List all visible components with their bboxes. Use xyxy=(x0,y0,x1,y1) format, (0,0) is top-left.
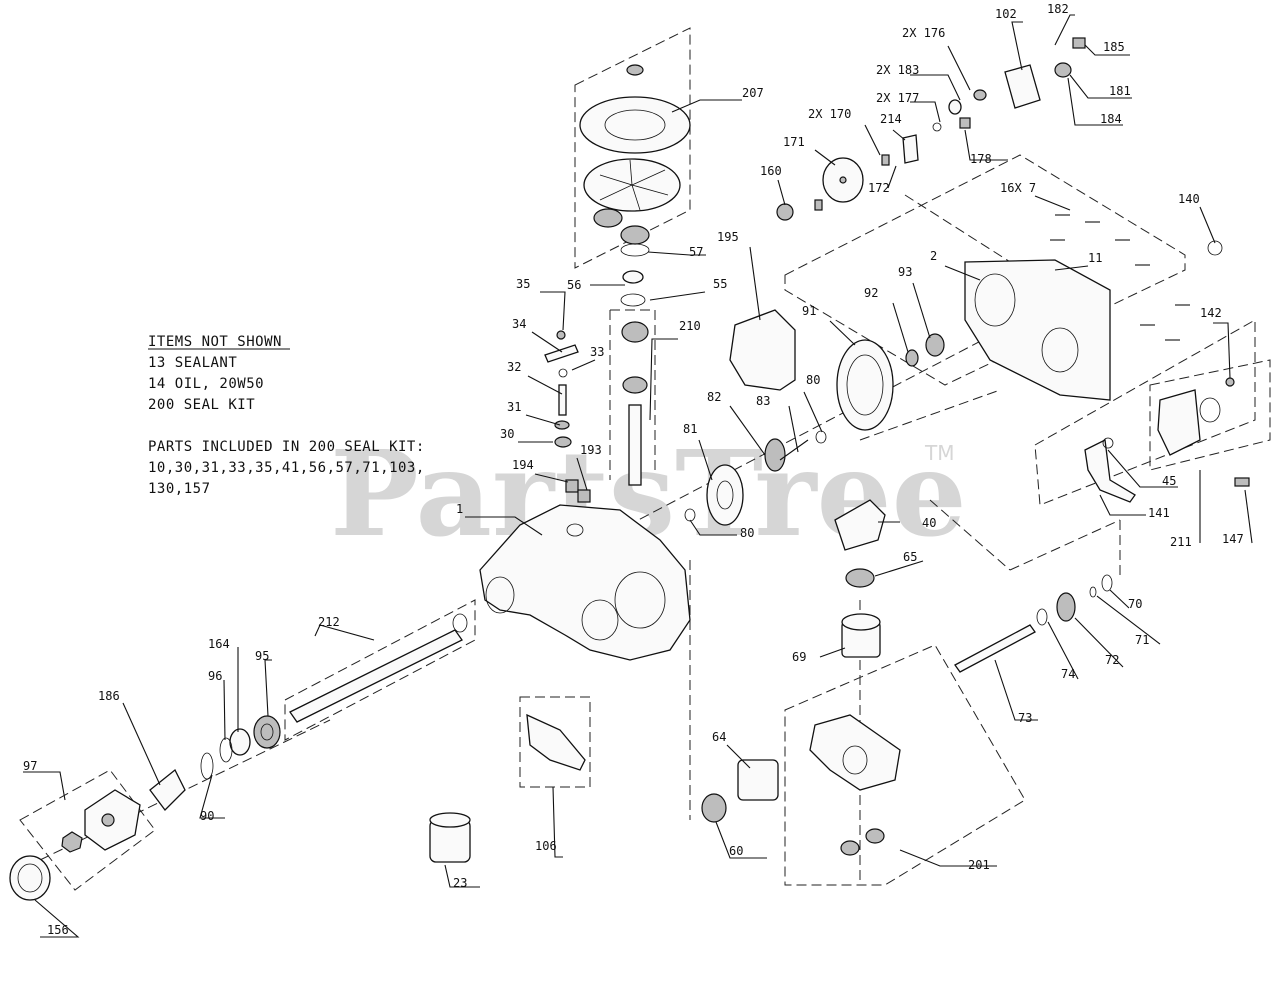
note-line: 14 OIL, 20W50 xyxy=(148,376,264,392)
callout-label: 90 xyxy=(200,809,214,823)
callout-label: 185 xyxy=(1103,40,1125,54)
seal-kit-line: 10,30,31,33,35,41,56,57,71,103, xyxy=(148,460,425,476)
callout-label: 82 xyxy=(707,390,721,404)
part-illustrations xyxy=(9,37,1250,901)
callout-label: 156 xyxy=(47,923,69,937)
callout-label: 81 xyxy=(683,422,697,436)
callout-label: 23 xyxy=(453,876,467,890)
callout-label: 195 xyxy=(717,230,739,244)
notes-heading: ITEMS NOT SHOWN xyxy=(148,334,282,350)
callout-label: 106 xyxy=(535,839,557,853)
callout-label: 207 xyxy=(742,86,764,100)
callout-label: 64 xyxy=(712,730,726,744)
callout-label: 32 xyxy=(507,360,521,374)
callout-label: 160 xyxy=(760,164,782,178)
items-not-shown-notes: ITEMS NOT SHOWN 13 SEALANT 14 OIL, 20W50… xyxy=(148,334,425,497)
callout-label: 164 xyxy=(208,637,230,651)
callout-label: 2X 170 xyxy=(808,107,851,121)
callout-label: 1 xyxy=(456,502,463,516)
callout-label: 172 xyxy=(868,181,890,195)
callout-label: 73 xyxy=(1018,711,1032,725)
callout-label: 74 xyxy=(1061,667,1075,681)
callout-label: 92 xyxy=(864,286,878,300)
callout-label: 201 xyxy=(968,858,990,872)
callout-label: 212 xyxy=(318,615,340,629)
callout-label: 56 xyxy=(567,278,581,292)
callout-label: 40 xyxy=(922,516,936,530)
callout-label: 31 xyxy=(507,400,521,414)
callout-label: 93 xyxy=(898,265,912,279)
callout-label: 57 xyxy=(689,245,703,259)
callout-label: 95 xyxy=(255,649,269,663)
callout-label: 72 xyxy=(1105,653,1119,667)
callout-label: 80 xyxy=(740,526,754,540)
callout-label: 65 xyxy=(903,550,917,564)
callout-label: 70 xyxy=(1128,597,1142,611)
assembly-boundaries xyxy=(19,27,1271,891)
callout-label: 214 xyxy=(880,112,902,126)
callout-label: 33 xyxy=(590,345,604,359)
callout-label: 30 xyxy=(500,427,514,441)
seal-kit-line: 130,157 xyxy=(148,481,211,497)
callout-label: 96 xyxy=(208,669,222,683)
callout-label: 2X 177 xyxy=(876,91,919,105)
callout-label: 178 xyxy=(970,152,992,166)
leader-lines xyxy=(23,14,1253,938)
callout-label: 16X 7 xyxy=(1000,181,1036,195)
callout-label: 147 xyxy=(1222,532,1244,546)
callout-label: 55 xyxy=(713,277,727,291)
callout-label: 186 xyxy=(98,689,120,703)
seal-kit-heading: PARTS INCLUDED IN 200 SEAL KIT: xyxy=(148,439,425,455)
callout-label: 83 xyxy=(756,394,770,408)
callout-label: 142 xyxy=(1200,306,1222,320)
callout-label: 45 xyxy=(1162,474,1176,488)
note-line: 13 SEALANT xyxy=(148,355,237,371)
callout-label: 210 xyxy=(679,319,701,333)
callout-label: 193 xyxy=(580,443,602,457)
callout-label: 211 xyxy=(1170,535,1192,549)
callout-label: 35 xyxy=(516,277,530,291)
callout-label: 91 xyxy=(802,304,816,318)
callout-label: 2X 176 xyxy=(902,26,945,40)
callout-label: 69 xyxy=(792,650,806,664)
callout-label: 80 xyxy=(806,373,820,387)
callout-label: 60 xyxy=(729,844,743,858)
callout-label: 2 xyxy=(930,249,937,263)
callout-label: 194 xyxy=(512,458,534,472)
callout-label: 140 xyxy=(1178,192,1200,206)
callout-label: 171 xyxy=(783,135,805,149)
callout-label: 97 xyxy=(23,759,37,773)
note-line: 200 SEAL KIT xyxy=(148,397,255,413)
callout-labels: 1 2 16X 7 11 23 30 31 32 33 34 35 40 45 … xyxy=(23,2,1244,937)
callout-label: 71 xyxy=(1135,633,1149,647)
callout-label: 2X 183 xyxy=(876,63,919,77)
callout-label: 184 xyxy=(1100,112,1122,126)
watermark-trademark: TM xyxy=(924,441,954,465)
callout-label: 182 xyxy=(1047,2,1069,16)
callout-label: 102 xyxy=(995,7,1017,21)
callout-label: 11 xyxy=(1088,251,1102,265)
callout-label: 34 xyxy=(512,317,526,331)
callout-label: 141 xyxy=(1148,506,1170,520)
callout-label: 181 xyxy=(1109,84,1131,98)
